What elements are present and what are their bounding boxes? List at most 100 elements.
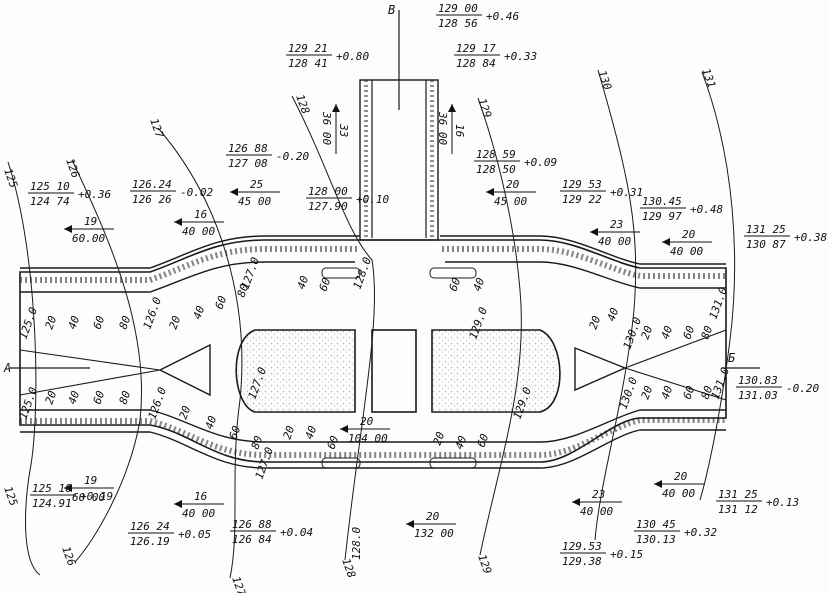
elevation-planned: 126 88	[228, 142, 268, 155]
slope-arrow-icon	[332, 104, 340, 112]
median-islands	[10, 267, 760, 469]
island-centre	[371, 329, 417, 413]
slope-length: 40 00	[670, 245, 703, 258]
slope-arrow-icon	[174, 218, 182, 226]
slope-arrow-icon	[662, 238, 670, 246]
offset-distance: 60	[91, 389, 108, 406]
offset-distance: 40	[303, 424, 320, 441]
elevation-existing: 129.38	[562, 555, 602, 568]
elevation-existing: 129 97	[642, 210, 682, 223]
slope-arrow-icon	[64, 225, 72, 233]
elevation-existing: 128 84	[456, 57, 496, 70]
elevation-planned: 126 24	[130, 520, 170, 533]
elevation-existing: 124.91	[32, 497, 72, 510]
elevation-planned: 129.53	[562, 540, 602, 553]
elevation-difference: +0.31	[610, 186, 643, 199]
offset-distance: 80	[699, 384, 716, 401]
offset-distance: 20	[639, 384, 656, 401]
slope-value: 20	[674, 470, 688, 483]
slope-length: 36 00	[320, 111, 333, 145]
section-label-a: A	[3, 361, 11, 375]
offset-distance: 40	[203, 414, 220, 431]
elevation-planned: 128 00	[308, 185, 348, 198]
elevation-existing: 130 87	[746, 238, 786, 251]
slope-arrow-icon	[448, 104, 456, 112]
offset-distance: 40	[659, 384, 676, 401]
contour-number: 127	[229, 575, 248, 593]
elevation-existing: 126.19	[130, 535, 170, 548]
contour-number: 131	[699, 67, 718, 90]
elevation-planned: 130 45	[636, 518, 676, 531]
contour-125	[7, 161, 41, 576]
slope-value: 23	[610, 218, 623, 231]
side-road-north	[359, 10, 439, 241]
offset-distance: 80	[235, 282, 252, 299]
slope-arrow-icon	[230, 188, 238, 196]
elevation-difference: -0.02	[180, 186, 213, 199]
slope-value: 16	[194, 490, 208, 503]
elevation-planned: 130.83	[738, 374, 778, 387]
slope-value: 16	[194, 208, 208, 221]
slope-value: 16	[453, 124, 466, 138]
contour-number: 128	[293, 93, 312, 116]
elevation-existing: 128 41	[288, 57, 328, 70]
offset-distance: 20	[281, 424, 298, 441]
offset-distance: 20	[177, 404, 194, 421]
slope-value: 20	[506, 178, 520, 191]
offset-distance: 20	[587, 314, 604, 331]
elevation-planned: 129 53	[562, 178, 602, 191]
offset-distance: 40	[605, 306, 622, 323]
slope-value: 19	[84, 215, 97, 228]
traffic-triangle-east	[574, 346, 627, 392]
elevation-difference: -0.20	[786, 382, 819, 395]
elevation-existing: 127.90	[308, 200, 348, 213]
slope-length: 40 00	[598, 235, 631, 248]
elevation-existing: 129 22	[562, 193, 602, 206]
elevation-existing: 126 84	[232, 533, 272, 546]
offset-distance: 60	[317, 276, 334, 293]
offset-distance: 20	[43, 389, 60, 406]
elevation-difference: +0.05	[178, 528, 211, 541]
road-elevation-label: 128.0	[350, 527, 363, 560]
offset-distance: 20	[639, 324, 656, 341]
offset-distance: 60	[681, 324, 698, 341]
road-elevation-label: 126.0	[146, 385, 170, 421]
elevation-planned: 129 00	[438, 2, 478, 15]
offset-distance: 80	[249, 434, 266, 451]
elevation-existing: 128 50	[476, 163, 516, 176]
elevation-existing: 127 08	[228, 157, 268, 170]
elevation-planned: 128 59	[476, 148, 516, 161]
contour-number: 125	[1, 167, 20, 190]
elevation-existing: 128 56	[438, 17, 478, 30]
traffic-triangle-west	[158, 343, 211, 397]
offset-distance: 60	[447, 276, 464, 293]
slope-length: 132 00	[414, 527, 454, 540]
contour-number: 129	[475, 97, 494, 120]
slope-length: 40 00	[580, 505, 613, 518]
elevation-difference: +0.38	[794, 231, 827, 244]
elevation-planned: 126 88	[232, 518, 272, 531]
slope-arrow-icon	[340, 425, 348, 433]
slope-arrow-icon	[572, 498, 580, 506]
offset-distance: 80	[117, 389, 134, 406]
slope-arrow-icon	[654, 480, 662, 488]
contour-131	[699, 71, 736, 501]
offset-distance: 40	[453, 434, 470, 451]
road-elevation-label: 126.0	[141, 295, 165, 331]
offset-distance: 60	[213, 294, 230, 311]
elevation-difference: +0.36	[78, 188, 111, 201]
